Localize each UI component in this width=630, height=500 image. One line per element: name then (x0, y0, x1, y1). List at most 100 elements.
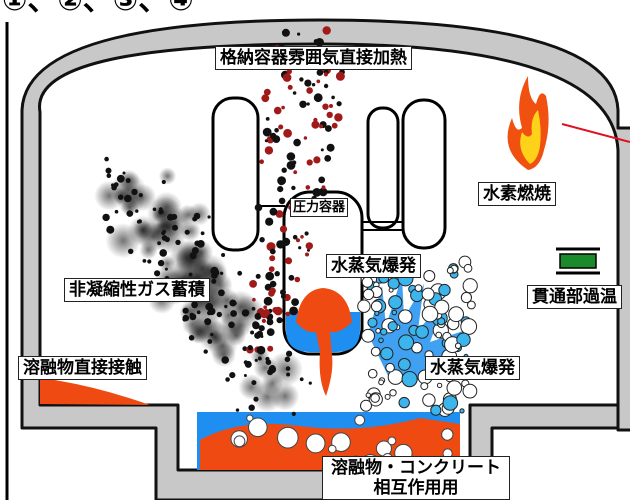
bubble (415, 325, 429, 339)
bubble (456, 332, 471, 347)
debris-particle (269, 280, 277, 288)
gas-particle (237, 270, 243, 276)
gas-particle (207, 310, 212, 316)
debris-particle (263, 305, 268, 310)
gas-particle (210, 332, 214, 337)
debris-particle (259, 159, 265, 164)
debris-particle (273, 106, 282, 115)
gas-particle (251, 380, 257, 386)
debris-particle (279, 225, 288, 233)
debris-particle (266, 328, 275, 336)
bubble (421, 287, 435, 301)
gas-particle (162, 229, 166, 234)
bubble (370, 300, 383, 313)
pool-bubble (331, 432, 351, 453)
gas-particle (167, 213, 174, 221)
gas-particle (210, 266, 219, 275)
gas-particle (157, 241, 162, 246)
gas-particle (241, 309, 250, 317)
gas-particle (172, 224, 178, 231)
debris-particle (315, 38, 324, 47)
debris-particle (252, 297, 256, 302)
debris-particle (263, 296, 273, 306)
pool-bubble (327, 444, 337, 454)
debris-particle (316, 79, 321, 84)
gas-particle (124, 194, 132, 203)
debris-particle (280, 289, 286, 296)
gas-particle (161, 179, 166, 185)
debris-particle (331, 95, 335, 100)
gas-particle (308, 381, 312, 385)
gas-particle (244, 360, 252, 368)
debris-particle (285, 311, 291, 317)
debris-particle (311, 120, 320, 129)
debris-particle (287, 84, 293, 90)
gas-haze (158, 167, 177, 185)
gas-particle (242, 346, 248, 352)
gas-particle (235, 408, 240, 412)
bubble (378, 379, 385, 386)
gas-haze (226, 325, 247, 346)
debris-particle (281, 28, 290, 37)
bubble (384, 393, 391, 400)
gas-particle (200, 231, 205, 236)
debris-particle (265, 356, 270, 362)
bubble (423, 270, 436, 282)
gas-particle (192, 216, 198, 222)
bubble (374, 310, 380, 316)
label-steam-explosion-inner: 水蒸気爆発 (326, 254, 421, 278)
debris-particle (265, 217, 274, 226)
gas-particle (221, 253, 226, 257)
gas-haze (159, 207, 190, 238)
bubble (365, 392, 371, 398)
gas-particle (196, 310, 201, 315)
bubble (460, 291, 472, 304)
label-direct-contact: 溶融物直接接触 (18, 356, 147, 380)
debris-particle (313, 156, 321, 164)
gas-particle (184, 229, 190, 235)
gas-particle (128, 248, 134, 254)
debris-particle (320, 148, 324, 152)
label-penetration-overheat: 貫通部過温 (527, 285, 622, 309)
bubble (420, 382, 429, 391)
gas-particle (157, 259, 165, 267)
debris-particle (304, 79, 312, 87)
bubble (398, 358, 411, 371)
steam-generator-right-b (401, 98, 447, 250)
debris-particle (288, 274, 295, 281)
debris-particle (269, 248, 276, 255)
gas-particle (211, 278, 217, 284)
gas-particle (191, 301, 199, 309)
gas-particle (159, 249, 167, 257)
debris-particle (311, 83, 316, 87)
label-mcci: 溶融物・コンクリート 相互作用用 (322, 456, 510, 500)
debris-particle (277, 186, 284, 193)
steam-generator-left (211, 96, 260, 252)
debris-particle (322, 103, 329, 110)
gas-particle (142, 259, 147, 263)
debris-particle (268, 290, 275, 297)
debris-particle (282, 73, 292, 82)
bubble (391, 309, 398, 316)
debris-particle (286, 161, 296, 170)
gas-particle (138, 193, 143, 198)
gas-particle (251, 306, 256, 311)
bubble (398, 334, 415, 351)
gas-particle (225, 377, 230, 382)
debris-particle (300, 235, 304, 239)
debris-particle (323, 83, 329, 89)
gas-particle (188, 272, 193, 277)
debris-particle (313, 117, 318, 123)
pool-bubble (387, 436, 397, 446)
gas-particle (106, 173, 112, 178)
bubble (462, 383, 478, 399)
gas-haze (211, 342, 236, 368)
debris-particle (323, 72, 328, 77)
gas-particle (131, 188, 138, 196)
gas-particle (224, 304, 228, 309)
debris-particle (286, 350, 293, 357)
gas-particle (196, 240, 205, 248)
gas-particle (216, 311, 222, 318)
debris-particle (254, 203, 263, 212)
debris-particle (336, 101, 342, 107)
